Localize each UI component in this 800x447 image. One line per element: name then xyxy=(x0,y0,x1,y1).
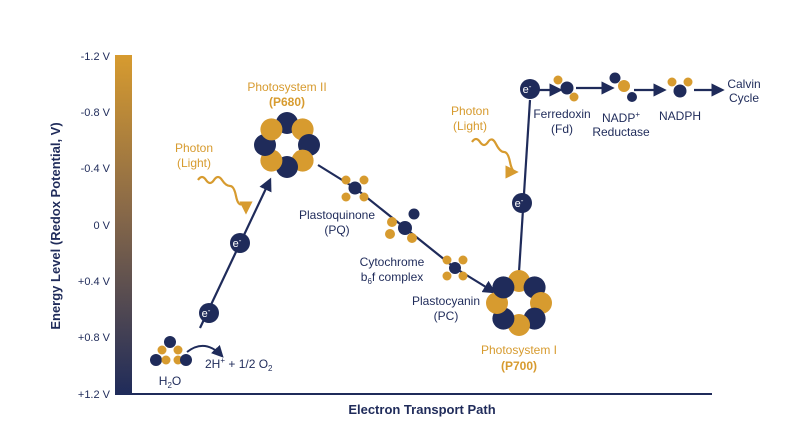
calvin-cycle-label: Calvin xyxy=(727,77,760,91)
water-products-label: 2H+ + 1/2 O2 xyxy=(205,356,273,373)
y-tick-label: -0.4 V xyxy=(81,163,111,175)
photon-1-label: Photon xyxy=(175,141,213,155)
electron-bubble: e- xyxy=(199,303,219,323)
svg-text:e-: e- xyxy=(515,196,524,210)
photon-1-label-sub: (Light) xyxy=(177,156,211,170)
nadp-reductase-label: NADP+ xyxy=(602,110,640,125)
ferredoxin-label: Ferredoxin xyxy=(533,107,590,121)
nadph-molecule-icon xyxy=(667,77,693,98)
ferredoxin-label-sub: (Fd) xyxy=(551,122,573,136)
y-axis-label: Energy Level (Redox Potential, V) xyxy=(48,122,63,329)
photosystem-i-name: Photosystem I xyxy=(481,343,557,357)
ferredoxin-molecule-icon xyxy=(553,75,579,102)
y-tick-label: +0.8 V xyxy=(78,332,111,344)
y-tick-label: -1.2 V xyxy=(81,51,111,63)
cytochrome-label-sub: b6f complex xyxy=(361,270,424,286)
svg-text:e-: e- xyxy=(523,82,532,96)
svg-text:e-: e- xyxy=(233,236,242,250)
photon-1-wave-icon xyxy=(197,175,253,215)
cytochrome-molecule-icon xyxy=(385,208,420,243)
plastocyanin-label-sub: (PC) xyxy=(434,309,459,323)
y-tick-label: +0.4 V xyxy=(78,276,111,288)
photosystem-ii-name: Photosystem II xyxy=(247,80,326,94)
svg-text:e-: e- xyxy=(202,306,211,320)
photon-2-label-sub: (Light) xyxy=(453,119,487,133)
plastoquinone-label: Plastoquinone xyxy=(299,208,375,222)
x-axis-label: Electron Transport Path xyxy=(348,402,495,417)
path-water-to-psii xyxy=(199,177,272,329)
cytochrome-label: Cytochrome xyxy=(360,255,425,269)
y-tick-label: 0 V xyxy=(93,220,110,232)
plastoquinone-label-sub: (PQ) xyxy=(324,223,349,237)
electron-bubble: e- xyxy=(520,79,540,99)
plastocyanin-molecule-icon xyxy=(442,255,468,281)
photon-2-label: Photon xyxy=(451,104,489,118)
water-molecule-icon xyxy=(150,336,192,366)
y-tick-label: -0.8 V xyxy=(81,107,111,119)
photosystem-i-icon xyxy=(486,270,552,336)
electron-bubble: e- xyxy=(512,193,532,213)
photosystem-i-code: (P700) xyxy=(501,359,537,373)
plastocyanin-label: Plastocyanin xyxy=(412,294,480,308)
nadp-reductase-label-sub: Reductase xyxy=(592,125,650,139)
water-label: H2O xyxy=(159,374,181,390)
energy-gradient-bar xyxy=(115,55,132,395)
water-split-arrow xyxy=(186,344,224,358)
nadp-reductase-molecule-icon xyxy=(609,72,637,102)
photon-2-wave-icon xyxy=(471,137,519,179)
electron-bubble: e- xyxy=(230,233,250,253)
calvin-cycle-label-sub: Cycle xyxy=(729,91,759,105)
photosystem-ii-icon xyxy=(254,112,320,178)
y-tick-labels: -1.2 V -0.8 V -0.4 V 0 V +0.4 V +0.8 V +… xyxy=(78,51,111,401)
photosystem-ii-code: (P680) xyxy=(269,95,305,109)
y-tick-label: +1.2 V xyxy=(78,389,111,401)
path-psi-to-fd xyxy=(517,99,532,273)
plastoquinone-molecule-icon xyxy=(341,175,369,202)
nadph-label: NADPH xyxy=(659,109,701,123)
